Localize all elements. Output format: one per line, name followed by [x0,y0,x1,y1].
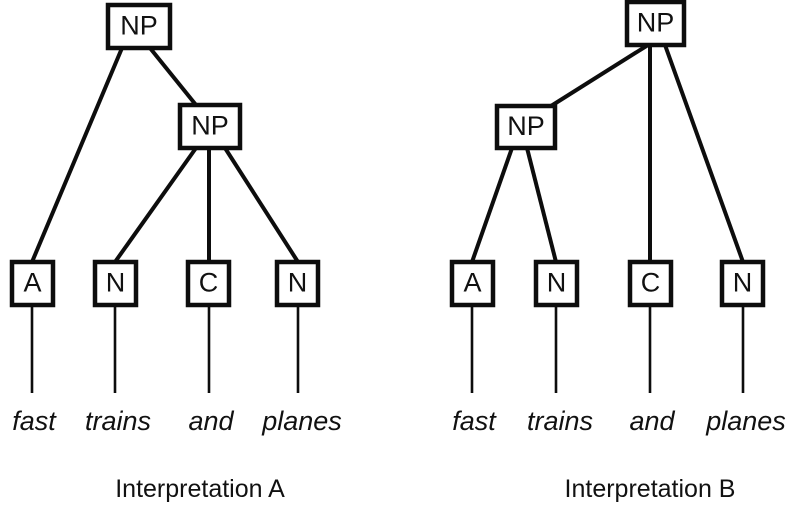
node-box-b-pos-n2 [719,259,766,308]
leaf-word-b-word-and: and [629,406,675,436]
nodes-layer: NP NP A N C N NP NP A N C N [9,0,766,308]
node-box-a-np-root [105,2,173,51]
leaf-word-a-word-planes: planes [261,406,342,436]
tree-edge-a-np-root-to-a-np-sub [148,46,198,107]
node-box-a-pos-a [9,259,56,308]
tree-node-b-pos-a[interactable]: A [449,259,496,308]
tree-node-b-pos-c[interactable]: C [627,259,674,308]
tree-edge-b-np-sub-to-b-pos-n1 [525,147,558,263]
node-box-a-np-sub [177,102,243,151]
tree-node-b-pos-n1[interactable]: N [533,259,580,308]
node-box-b-pos-n1 [533,259,580,308]
leaf-stems-layer [30,305,745,393]
leaf-word-a-word-and: and [188,406,234,436]
node-label-a-pos-n1: N [106,268,126,298]
tree-edge-b-np-sub-to-b-pos-a [470,147,514,263]
node-label-b-pos-n1: N [547,268,567,298]
node-box-a-pos-c [185,259,232,308]
leaf-word-b-word-planes: planes [705,406,786,436]
node-label-a-pos-c: C [199,268,219,298]
node-box-b-pos-c [627,259,674,308]
node-label-b-np-root: NP [637,8,675,38]
node-label-b-pos-c: C [641,268,661,298]
tree-node-a-np-sub[interactable]: NP [177,102,243,151]
node-label-a-pos-a: A [23,268,41,298]
tree-edge-a-np-root-to-a-pos-a [30,47,124,263]
tree-node-b-pos-n2[interactable]: N [719,259,766,308]
node-label-b-pos-a: A [463,268,481,298]
tree-node-a-pos-c[interactable]: C [185,259,232,308]
caption-interpretation-b: Interpretation B [565,475,736,503]
tree-node-a-pos-n1[interactable]: N [92,259,139,308]
node-box-b-pos-a [449,259,496,308]
tree-edge-b-np-root-to-b-pos-n2 [663,44,745,263]
node-box-a-pos-n1 [92,259,139,308]
tree-node-a-np-root[interactable]: NP [105,2,173,51]
node-box-b-np-root [624,0,687,48]
node-label-a-np-sub: NP [191,111,229,141]
leaf-word-b-word-trains: trains [527,406,593,436]
tree-edge-b-np-root-to-b-np-sub [549,43,650,108]
tree-edge-a-np-sub-to-a-pos-n1 [113,146,198,264]
leaf-words-layer: fast trains and planes fast trains and planes [12,406,786,436]
caption-interpretation-a: Interpretation A [115,475,285,503]
leaf-word-a-word-trains: trains [85,406,151,436]
tree-node-a-pos-a[interactable]: A [9,259,56,308]
tree-edge-a-np-sub-to-a-pos-n2 [223,146,300,264]
node-label-a-pos-n2: N [288,268,308,298]
node-box-a-pos-n2 [274,259,321,308]
node-label-a-np-root: NP [120,11,158,41]
captions-layer: Interpretation A Interpretation B [115,475,735,503]
node-label-b-pos-n2: N [733,268,753,298]
node-box-b-np-sub [494,103,558,151]
tree-node-a-pos-n2[interactable]: N [274,259,321,308]
tree-node-b-np-sub[interactable]: NP [494,103,558,151]
edges-layer [30,43,745,264]
leaf-word-b-word-fast: fast [452,406,497,436]
node-label-b-np-sub: NP [507,111,545,141]
tree-node-b-np-root[interactable]: NP [624,0,687,48]
leaf-word-a-word-fast: fast [12,406,57,436]
